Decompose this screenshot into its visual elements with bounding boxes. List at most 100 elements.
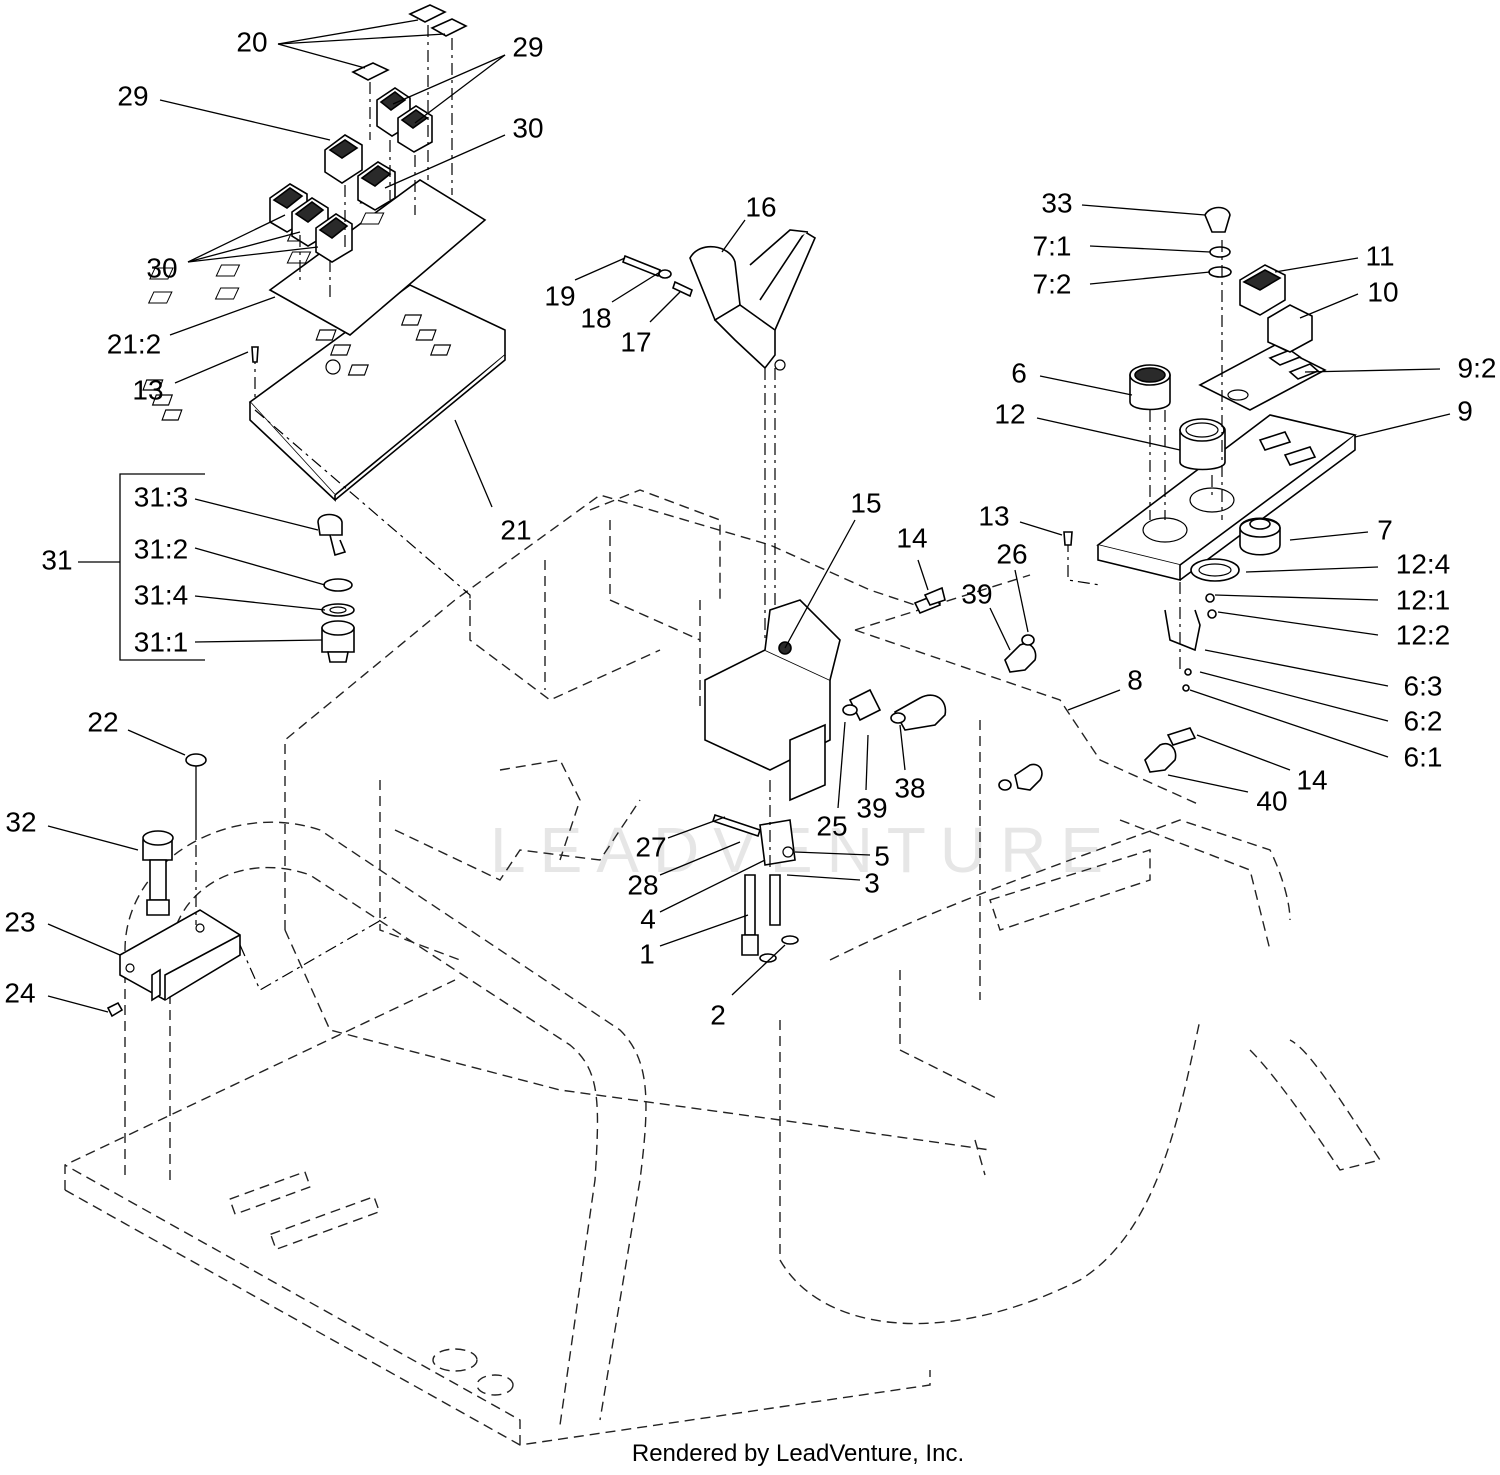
leader-line-c20	[277, 43, 366, 69]
callout-label-c13b: 13	[978, 501, 1009, 532]
instrument-panel-assembly	[1063, 206, 1357, 692]
leader-line-c11	[1274, 257, 1359, 273]
callout-label-c14a: 14	[896, 523, 927, 554]
leader-line-c18	[611, 271, 661, 303]
switch-panel-assembly	[142, 4, 506, 600]
leader-line-c32	[47, 825, 139, 851]
callout-label-c61: 6:1	[1404, 742, 1443, 773]
callout-label-c5: 5	[874, 841, 890, 872]
leader-line-c30b	[187, 246, 319, 263]
bracket-assembly	[106, 753, 391, 1018]
callout-label-c27: 27	[635, 832, 666, 863]
leader-line-c24	[47, 995, 109, 1013]
leader-line-c15	[784, 519, 856, 649]
neutral-switch-assembly	[704, 599, 947, 963]
leader-line-c121	[1214, 594, 1379, 601]
leader-line-c72	[1089, 271, 1211, 285]
callout-label-c17: 17	[620, 327, 651, 358]
callout-label-c311: 31:1	[134, 627, 189, 658]
callout-label-c2: 2	[710, 1000, 726, 1031]
callout-label-c8: 8	[1127, 665, 1143, 696]
leader-line-c33	[1081, 204, 1206, 216]
callout-label-c16: 16	[745, 192, 776, 223]
callout-label-c3: 3	[864, 868, 880, 899]
callout-label-c312: 31:2	[134, 534, 189, 565]
callout-label-c31: 31	[41, 545, 72, 576]
callout-label-c15: 15	[850, 488, 881, 519]
callout-label-c26: 26	[996, 539, 1027, 570]
leader-line-c12	[1036, 417, 1181, 451]
callout-label-c23: 23	[4, 907, 35, 938]
callout-label-c25: 25	[816, 811, 847, 842]
leader-line-c61	[1189, 689, 1389, 758]
callout-label-c39b: 39	[856, 793, 887, 824]
leader-line-c22	[127, 729, 186, 756]
callout-label-c313: 31:3	[134, 482, 189, 513]
callout-label-c92: 9:2	[1458, 353, 1497, 384]
callout-label-c11: 11	[1365, 241, 1394, 272]
callout-label-c314: 31:4	[134, 580, 189, 611]
callout-label-c29a: 29	[512, 32, 543, 63]
leader-line-c63	[1204, 649, 1389, 687]
leader-line-c62	[1199, 671, 1389, 722]
watermark-text: LEADVENTURE	[490, 814, 1117, 886]
callout-bracket-31	[119, 473, 205, 661]
callout-label-c10: 10	[1367, 277, 1398, 308]
leader-line-c20	[277, 33, 446, 45]
leader-line-c4	[659, 859, 766, 913]
leader-line-c212	[169, 296, 276, 336]
switch-bezel	[1198, 344, 1327, 411]
right-hardware	[913, 586, 1197, 791]
credit-text: Rendered by LeadVenture, Inc.	[632, 1440, 964, 1467]
callout-label-c63: 6:3	[1404, 671, 1443, 702]
callout-label-c39a: 39	[961, 579, 992, 610]
leader-line-c30b	[187, 231, 301, 263]
callout-label-c38: 38	[894, 773, 925, 804]
leader-line-c8	[1067, 689, 1121, 711]
leader-line-c1	[659, 914, 749, 947]
lever-assembly	[622, 229, 817, 640]
callout-label-c1: 1	[639, 939, 655, 970]
mount-bracket	[119, 909, 241, 1001]
frame-outline	[64, 489, 1382, 1446]
callout-label-c30a: 30	[512, 113, 543, 144]
leader-line-c26	[1014, 569, 1029, 633]
leader-line-c311	[194, 639, 323, 643]
callout-label-c28: 28	[627, 870, 658, 901]
callout-label-c30b: 30	[146, 253, 177, 284]
callout-label-c4: 4	[640, 904, 656, 935]
leader-line-c21	[454, 419, 493, 508]
leader-line-c312	[194, 547, 326, 586]
callout-label-c9: 9	[1457, 396, 1473, 427]
leader-line-c25	[837, 721, 846, 809]
leader-line-c40	[1167, 774, 1249, 793]
callout-label-c29b: 29	[117, 81, 148, 112]
leader-line-c6	[1039, 375, 1133, 396]
callout-label-c13a: 13	[132, 375, 163, 406]
callout-label-c24: 24	[4, 978, 35, 1009]
leader-line-c23	[47, 923, 121, 956]
leader-line-c29a	[414, 54, 506, 124]
leader-line-c3	[786, 874, 861, 881]
leader-line-c2	[731, 944, 786, 996]
leader-line-c29a	[392, 54, 506, 105]
callout-label-c33: 33	[1041, 188, 1072, 219]
leader-line-c314	[194, 595, 326, 611]
leader-line-c13a	[174, 351, 249, 384]
key-cap-icon	[1204, 206, 1231, 233]
leader-line-c30a	[384, 134, 506, 189]
leader-line-c27	[667, 816, 726, 839]
callout-label-c6: 6	[1011, 358, 1027, 389]
callout-label-c22: 22	[87, 707, 118, 738]
key-icon	[317, 513, 343, 536]
callout-label-c62: 6:2	[1404, 706, 1443, 737]
key-switch-assembly	[317, 513, 355, 663]
switch-cap-icon	[408, 4, 447, 23]
callout-label-c71: 7:1	[1033, 231, 1072, 262]
leader-line-c38	[899, 724, 906, 771]
callout-label-c121: 12:1	[1396, 585, 1451, 616]
leader-line-c39b	[865, 734, 869, 791]
callout-label-c19: 19	[544, 281, 575, 312]
